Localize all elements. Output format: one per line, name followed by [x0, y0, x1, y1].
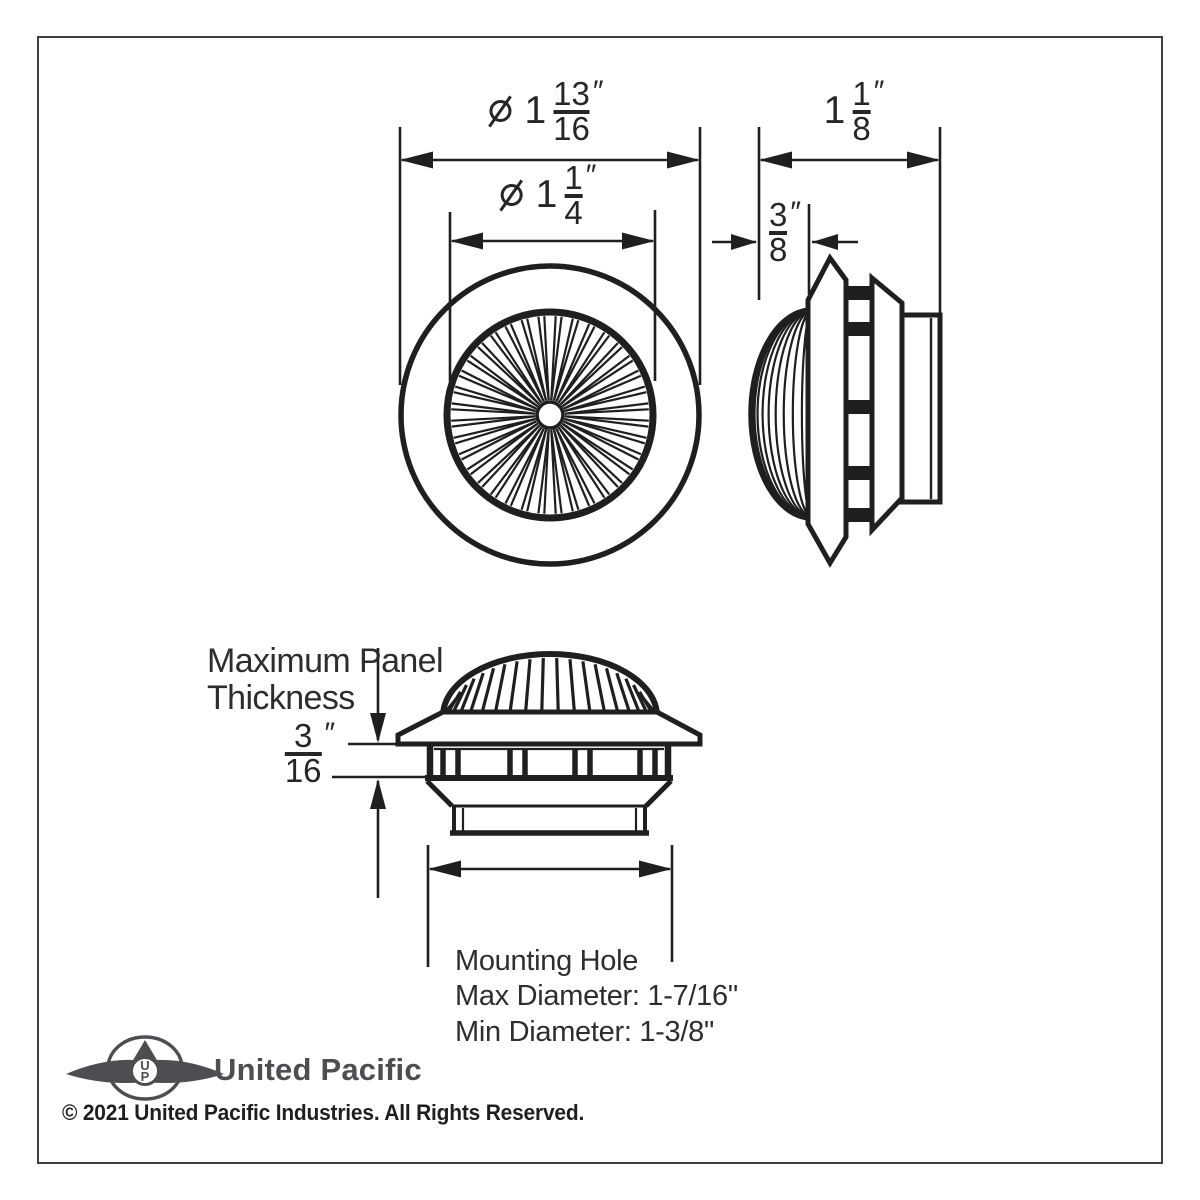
fraction-bar — [553, 110, 590, 114]
inch-mark: ″ — [592, 75, 604, 108]
fraction-bar — [852, 110, 871, 114]
diameter-icon — [498, 182, 525, 209]
label-line: Mounting Hole — [455, 945, 639, 977]
side-view — [748, 253, 943, 568]
dim-numerator: 3 — [769, 196, 788, 233]
label-line: Thickness — [207, 678, 355, 717]
front-center-hole — [535, 400, 565, 430]
side-rear-housing — [899, 312, 943, 505]
inch-mark: ″ — [873, 75, 885, 108]
diameter-icon — [486, 98, 513, 125]
dim-denominator: 8 — [769, 230, 788, 268]
dim-front-outer-diameter: 1 13 16 ″ — [486, 75, 604, 147]
united-pacific-logo-emblem: U P — [66, 1035, 224, 1101]
side-spring-tabs — [846, 286, 877, 522]
fraction-bar — [769, 231, 788, 235]
dimension-lines — [332, 127, 942, 967]
dim-panel-thickness: 3 16 ″ — [284, 717, 336, 789]
dim-fraction: 1 4 — [564, 159, 583, 231]
mounting-hole-label: Mounting Hole Max Diameter: 1-7/16" Min … — [455, 944, 738, 1050]
logo-monogram-p: P — [141, 1069, 150, 1084]
dim-numerator: 13 — [553, 75, 590, 112]
dim-fraction: 3 8 — [769, 196, 788, 268]
page-border — [37, 36, 1163, 1164]
dim-overall-depth: 1 1 8 ″ — [818, 75, 885, 147]
label-line: Max Diameter: 1-7/16" — [455, 980, 738, 1013]
label-line: Min Diameter: 1-3/8" — [455, 1015, 714, 1048]
max-panel-thickness-label: Maximum Panel Thickness — [207, 642, 444, 717]
dim-numerator: 1 — [852, 75, 871, 112]
dim-whole: 1 — [535, 173, 558, 217]
side-retainer-ring — [869, 272, 905, 537]
inch-mark: ″ — [324, 717, 336, 750]
copyright-text: © 2021 United Pacific Industries. All Ri… — [62, 1100, 585, 1125]
dim-denominator: 16 — [553, 109, 590, 147]
dim-fraction: 3 16 — [284, 717, 322, 789]
inch-mark: ″ — [585, 159, 597, 192]
dim-lens-protrusion: 3 8 ″ — [769, 196, 801, 268]
side-flange — [805, 253, 849, 568]
bottom-flange-brim — [395, 709, 703, 747]
bottom-dome-outline — [440, 651, 660, 717]
side-dome-outline — [748, 307, 813, 521]
bottom-body — [425, 744, 673, 836]
front-lens-flutes — [451, 316, 649, 514]
front-view — [398, 263, 702, 567]
dim-denominator: 16 — [284, 751, 322, 789]
dim-denominator: 8 — [852, 109, 871, 147]
dim-front-inner-diameter: 1 1 4 ″ — [498, 159, 597, 231]
dim-fraction: 1 8 — [852, 75, 871, 147]
fraction-bar — [284, 752, 322, 756]
logo-monogram-circle — [130, 1056, 160, 1086]
inch-mark: ″ — [790, 196, 801, 229]
label-line: Maximum Panel — [207, 642, 444, 680]
bottom-dome-ribs — [445, 658, 655, 713]
brand-name: United Pacific — [214, 1052, 422, 1087]
side-dome-ribs — [753, 309, 813, 519]
dim-whole: 1 — [524, 89, 547, 133]
fraction-bar — [564, 194, 583, 198]
dim-fraction: 13 16 — [553, 75, 590, 147]
dim-whole: 1 — [823, 89, 846, 133]
dim-denominator: 4 — [564, 193, 583, 231]
bottom-view — [395, 651, 703, 836]
dim-numerator: 3 — [294, 717, 313, 754]
dim-numerator: 1 — [564, 159, 583, 196]
logo-monogram-u: U — [140, 1058, 149, 1073]
bottom-body-tabs — [440, 750, 658, 775]
